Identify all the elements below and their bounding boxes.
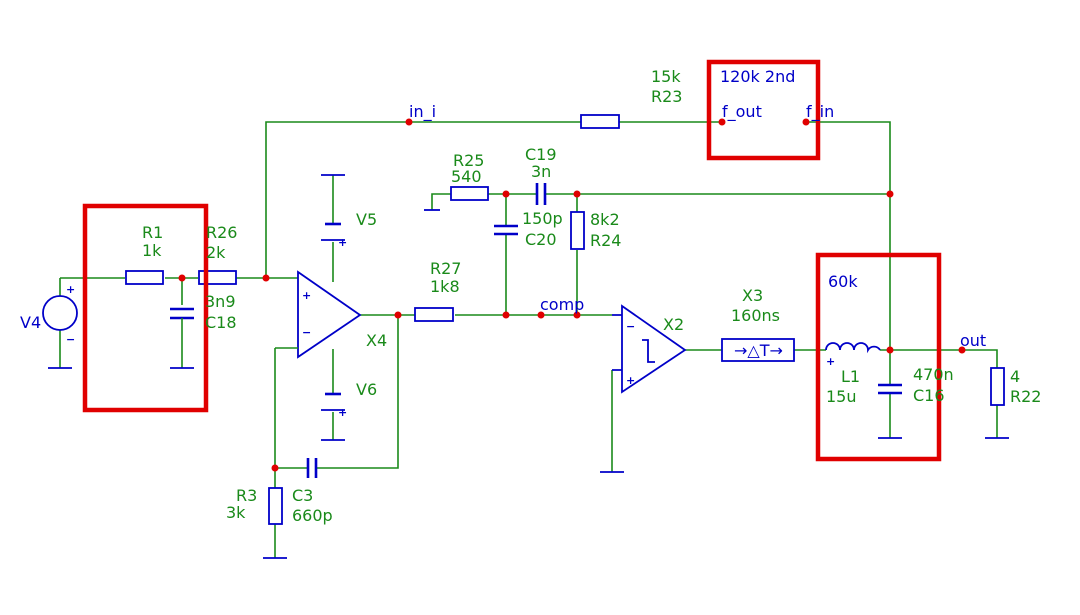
inductor-l1[interactable]: +: [825, 342, 881, 368]
label-120k-2nd: 120k 2nd: [720, 67, 795, 86]
label-r23-value: 15k: [651, 67, 681, 86]
minus-sign: −: [626, 320, 635, 333]
label-r23-name: R23: [651, 87, 682, 106]
label-r25-name: R25: [453, 151, 484, 170]
label-c18-value: 3n9: [205, 292, 236, 311]
label-r1-value: 1k: [142, 241, 162, 260]
label-r1-name: R1: [142, 223, 163, 242]
label-r24-name: R24: [590, 231, 621, 250]
input-filter-highlight: [82, 203, 209, 413]
label-c16-name: C16: [913, 386, 945, 405]
comparator-x2[interactable]: + −: [600, 304, 687, 473]
plus-sign: +: [826, 355, 835, 368]
label-v5-name: V5: [356, 210, 377, 229]
capacitor-c3[interactable]: [306, 458, 318, 478]
label-r26-value: 2k: [206, 243, 226, 262]
net-label-out: out: [960, 331, 986, 350]
minus-sign: −: [66, 333, 75, 346]
label-c20-name: C20: [525, 230, 557, 249]
plus-sign: +: [66, 283, 75, 296]
label-r27-name: R27: [430, 259, 461, 278]
label-l1-name: L1: [841, 367, 860, 386]
label-x3-value: 160ns: [731, 306, 780, 325]
resistor-r1[interactable]: [125, 270, 164, 285]
minus-sign: −: [302, 326, 311, 339]
label-l1-value: 15u: [826, 387, 857, 406]
net-label-f-in: f_in: [806, 102, 834, 122]
supply-v5[interactable]: +: [321, 174, 347, 249]
label-c18-name: C18: [205, 313, 237, 332]
label-r3-value: 3k: [226, 503, 246, 522]
capacitor-c20[interactable]: [494, 224, 518, 236]
resistor-r3[interactable]: [263, 487, 287, 559]
label-c3-name: C3: [292, 486, 313, 505]
label-c19-name: C19: [525, 145, 557, 164]
label-r3-name: R3: [236, 486, 257, 505]
delay-symbol: →△T→: [734, 341, 783, 360]
label-c19-value: 3n: [531, 162, 551, 181]
junction-nodes: [178, 118, 966, 472]
net-label-comp: comp: [540, 295, 584, 314]
label-c20-value: 150p: [522, 209, 563, 228]
label-60k: 60k: [828, 272, 858, 291]
opamp-x4[interactable]: + −: [275, 270, 362, 359]
plus-sign: +: [302, 289, 311, 302]
delay-block-x3[interactable]: →△T→: [721, 338, 795, 362]
label-x3-name: X3: [742, 286, 763, 305]
plus-sign: +: [338, 406, 347, 419]
net-label-f-out: f_out: [722, 102, 762, 122]
label-c16-value: 470n: [913, 365, 954, 384]
capacitor-c19[interactable]: [535, 183, 547, 205]
voltage-source-v4[interactable]: + −: [42, 278, 78, 369]
block-120k-highlight: [706, 59, 821, 161]
label-v6-name: V6: [356, 380, 377, 399]
net-label-in-i: in_i: [409, 102, 436, 122]
resistor-r24[interactable]: [570, 211, 585, 250]
label-x4-name: X4: [366, 331, 387, 350]
resistor-r23[interactable]: [580, 114, 620, 129]
plus-sign: +: [626, 374, 635, 387]
label-r25-value: 540: [451, 167, 482, 186]
plus-sign: +: [338, 236, 347, 249]
label-c3-value: 660p: [292, 506, 333, 525]
capacitor-c18[interactable]: [170, 307, 194, 369]
block-60k-highlight: [815, 252, 942, 462]
resistor-r25[interactable]: [424, 186, 489, 211]
label-r27-value: 1k8: [430, 277, 460, 296]
label-r26-name: R26: [206, 223, 237, 242]
label-x2-name: X2: [663, 315, 684, 334]
resistor-r27[interactable]: [414, 307, 454, 322]
supply-v6[interactable]: +: [321, 392, 347, 441]
label-r22-name: R22: [1010, 387, 1041, 406]
resistor-r22[interactable]: [985, 367, 1009, 439]
label-v4-name: V4: [20, 313, 41, 332]
capacitor-c16[interactable]: [878, 383, 902, 439]
label-r22-value: 4: [1010, 367, 1020, 386]
label-r24-value: 8k2: [590, 210, 620, 229]
wires: [60, 121, 998, 558]
